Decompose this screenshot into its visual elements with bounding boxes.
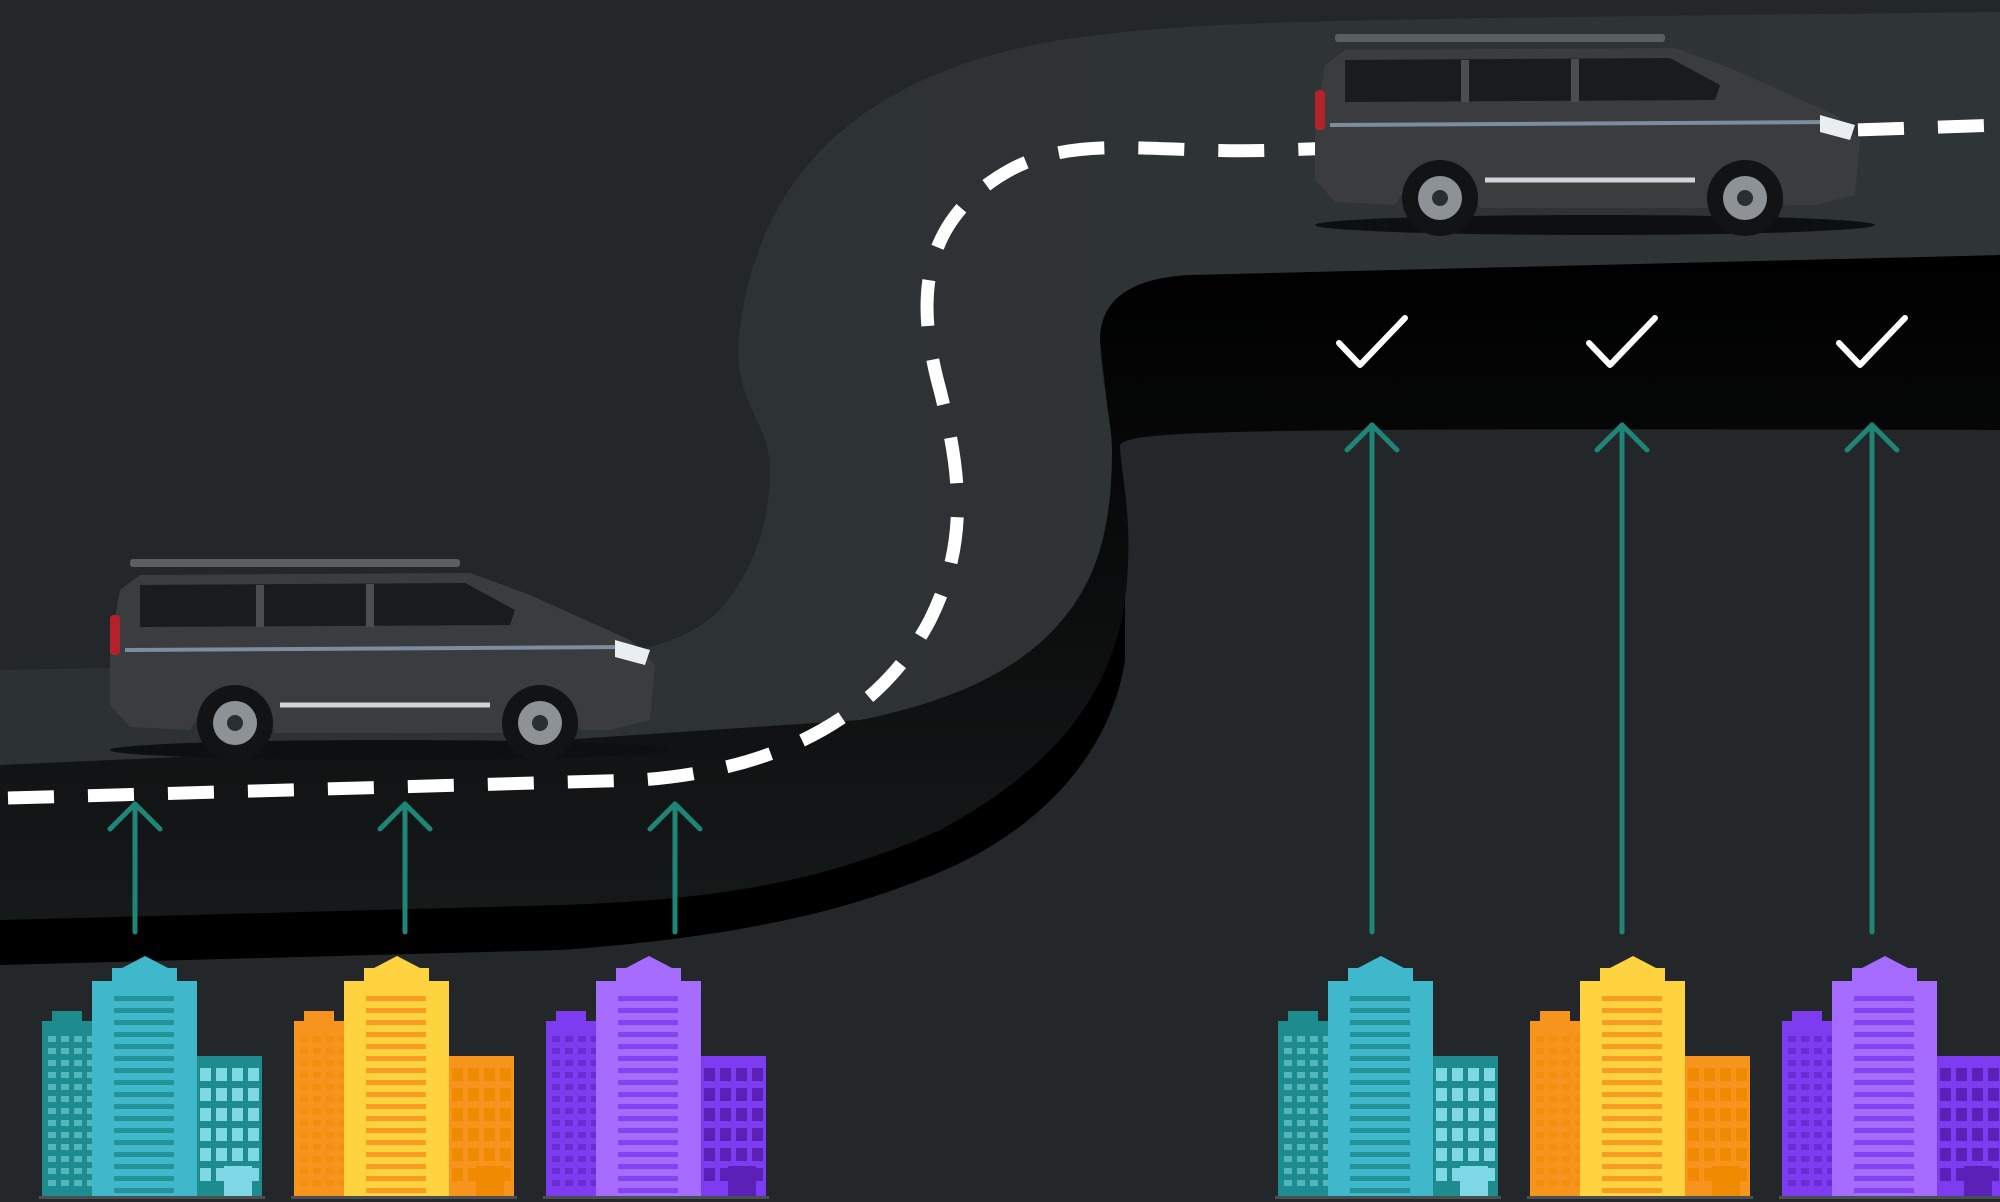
suv-icon	[1315, 34, 1875, 236]
arrow-up-icon	[1344, 422, 1400, 935]
building-main	[1580, 981, 1685, 1196]
road-edge-bottom	[0, 600, 1125, 965]
arrow-up-icon	[1844, 422, 1900, 935]
car-shadow	[1315, 215, 1875, 235]
building-main	[1328, 981, 1433, 1196]
car-shadow	[110, 740, 670, 760]
arrow-up-icon	[647, 801, 703, 935]
car-roof-rail	[1335, 34, 1665, 42]
car-trim	[1329, 120, 1836, 127]
building-main	[1832, 981, 1937, 1196]
city-buildings-icon	[543, 956, 769, 1199]
suv-body	[110, 559, 670, 761]
car-headlight	[1820, 115, 1855, 140]
building-group	[39, 956, 2000, 1199]
car-trim	[124, 645, 631, 652]
car-window	[1345, 58, 1720, 102]
building-main	[92, 981, 197, 1196]
suv-body	[1315, 34, 1875, 236]
arrow-up-icon	[377, 801, 433, 935]
checkmark-icon	[1836, 315, 1908, 368]
lane-marking	[7, 118, 2000, 805]
city-buildings-icon	[1779, 956, 2000, 1199]
arrow-up-icon	[1594, 422, 1650, 935]
building-main	[596, 981, 701, 1196]
car-window	[140, 583, 515, 627]
checkmark-group	[1336, 315, 1908, 368]
suv-icon	[110, 559, 670, 761]
car-roof-rail	[130, 559, 460, 567]
car-taillight	[1315, 90, 1325, 130]
car-taillight	[110, 615, 120, 655]
building-main	[344, 981, 449, 1196]
city-buildings-icon	[1527, 956, 1753, 1199]
checkmark-icon	[1336, 315, 1408, 368]
car-headlight	[615, 640, 650, 665]
arrow-up-icon	[107, 801, 163, 935]
checkmark-icon	[1586, 315, 1658, 368]
city-buildings-icon	[291, 956, 517, 1199]
arrow-group	[107, 422, 1900, 935]
city-buildings-icon	[1275, 956, 1501, 1199]
city-buildings-icon	[39, 956, 265, 1199]
